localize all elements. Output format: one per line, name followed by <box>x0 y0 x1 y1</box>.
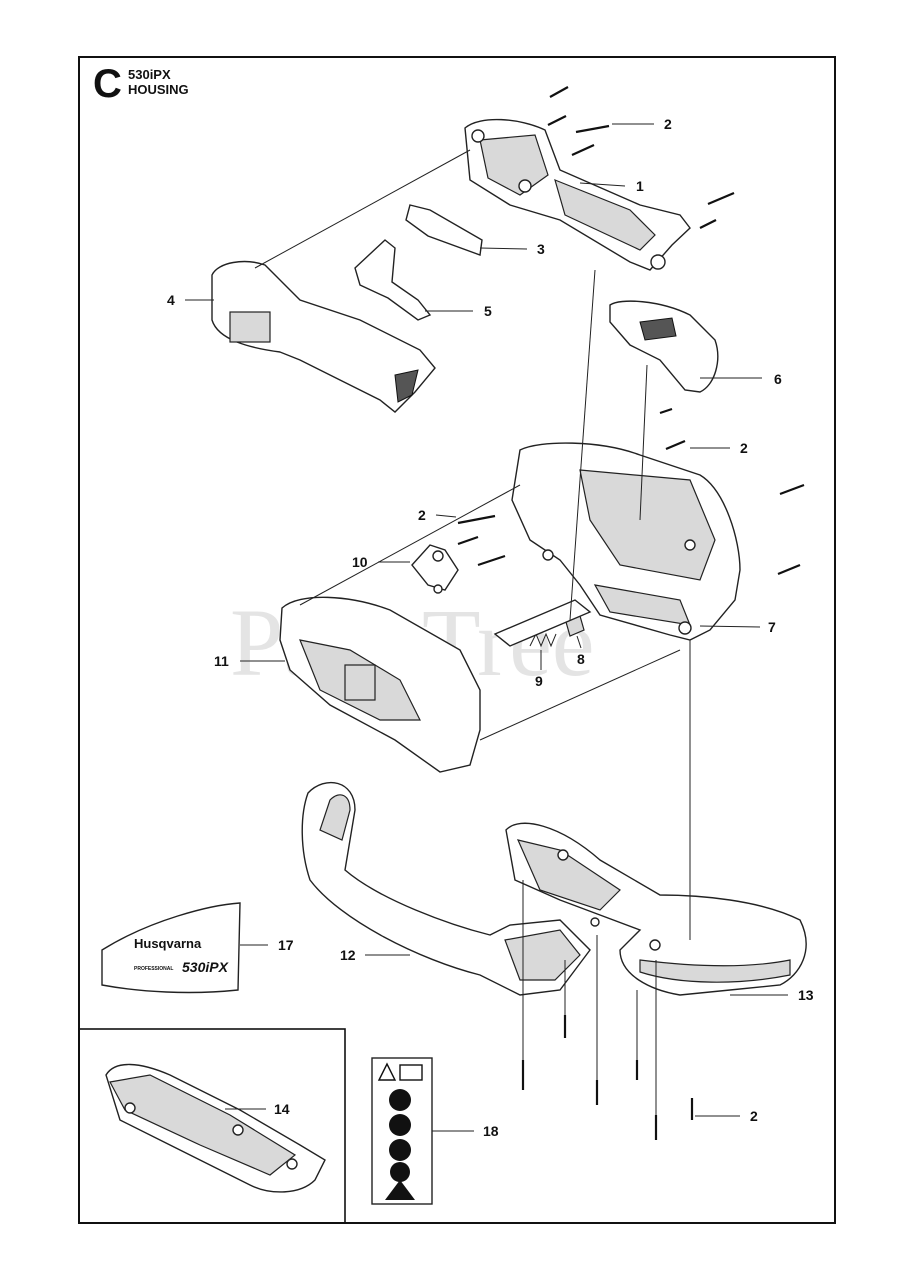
part-12-handle <box>301 781 591 996</box>
section-letter: C <box>93 62 122 106</box>
callout-1: 1 <box>636 178 644 194</box>
no-touch-icon <box>390 1162 410 1182</box>
inset-box <box>78 1028 346 1224</box>
group-title: HOUSING <box>128 82 189 97</box>
callouts: 2 1 3 4 5 6 2 2 10 7 8 9 11 17 12 13 14 … <box>167 116 814 1139</box>
callout-4: 4 <box>167 292 175 308</box>
callout-12: 12 <box>340 947 356 963</box>
diagram-border <box>78 56 836 1224</box>
callout-9: 9 <box>535 673 543 689</box>
part-10-bracket <box>411 544 459 594</box>
part-9-spring <box>493 599 592 648</box>
callout-3: 3 <box>537 241 545 257</box>
gloves-icon <box>389 1114 411 1136</box>
leader-lines <box>185 123 788 1132</box>
part-5-trigger <box>354 239 432 321</box>
callout-10: 10 <box>352 554 368 570</box>
part-13-rear-handle <box>505 822 807 996</box>
part-7-engine-housing <box>511 442 741 641</box>
screws-top <box>547 86 735 229</box>
no-flame-icon <box>389 1139 411 1161</box>
callout-8: 8 <box>577 651 585 667</box>
callout-18: 18 <box>483 1123 499 1139</box>
callout-5: 5 <box>484 303 492 319</box>
part-3-lever <box>405 204 483 256</box>
part-14-cover <box>105 1063 326 1193</box>
callout-2-left: 2 <box>418 507 426 523</box>
part-18-warning-label <box>371 1057 433 1205</box>
decal-tier: PROFESSIONAL <box>134 966 173 972</box>
callout-6: 6 <box>774 371 782 387</box>
part-4-grip <box>211 260 436 413</box>
part-6-cover <box>609 300 719 393</box>
part-1-housing <box>464 118 691 271</box>
manual-book-icon <box>399 1064 423 1081</box>
warning-manual-icon <box>377 1062 397 1081</box>
callout-2-mid: 2 <box>740 440 748 456</box>
screws-bottom <box>521 1015 694 1140</box>
decal-brand: Husqvarna <box>134 936 202 951</box>
decal-model: 530iPX <box>182 959 230 975</box>
hearing-protection-icon <box>389 1089 411 1111</box>
hot-surface-icon <box>385 1180 415 1200</box>
callout-17: 17 <box>278 937 294 953</box>
part-11-guard <box>279 596 481 773</box>
callout-7: 7 <box>768 619 776 635</box>
part-17-decal: Husqvarna PROFESSIONAL 530iPX <box>101 902 241 994</box>
callout-2-bottom: 2 <box>750 1108 758 1124</box>
callout-13: 13 <box>798 987 814 1003</box>
callout-11: 11 <box>214 653 229 669</box>
screws-middle <box>457 407 805 576</box>
model-title: 530iPX <box>128 67 171 82</box>
callout-14: 14 <box>274 1101 290 1117</box>
callout-2-top: 2 <box>664 116 672 132</box>
